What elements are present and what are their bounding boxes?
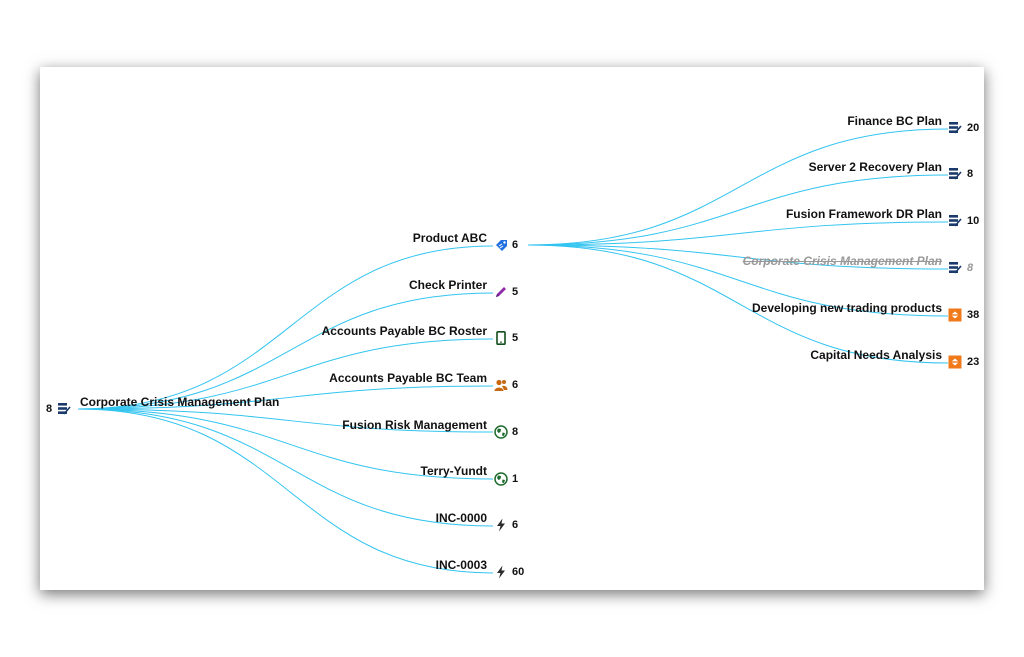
link-product-server2 xyxy=(527,174,949,246)
node-label-ap-team[interactable]: Accounts Payable BC Team xyxy=(329,371,487,385)
plan-icon[interactable] xyxy=(948,121,962,135)
node-count-fusion-risk: 8 xyxy=(512,426,519,438)
link-root-terry xyxy=(77,408,494,480)
root-count: 8 xyxy=(46,403,53,415)
diagram-canvas xyxy=(40,67,984,590)
link-root-product-abc xyxy=(77,245,494,410)
node-count-finance-bc-plan: 20 xyxy=(967,122,980,134)
plan-icon[interactable] xyxy=(57,402,71,416)
globe-icon[interactable] xyxy=(494,425,508,439)
mobile-device-icon[interactable] xyxy=(494,331,508,345)
node-count-check-printer: 5 xyxy=(512,286,519,298)
product-tag-icon[interactable] xyxy=(494,238,508,252)
link-root-ap-team xyxy=(77,385,494,410)
process-icon[interactable] xyxy=(948,355,962,369)
lightning-icon[interactable] xyxy=(494,518,508,532)
node-count-fusion-framework-dr: 10 xyxy=(967,215,980,227)
link-product-trading xyxy=(527,244,949,317)
link-root-inc-0000 xyxy=(77,408,494,527)
node-count-inc-0000: 6 xyxy=(512,519,519,531)
link-root-fusion-risk xyxy=(77,408,494,433)
node-label-check-printer[interactable]: Check Printer xyxy=(408,278,487,292)
link-product-corporate-crisis xyxy=(527,244,949,270)
link-product-capital xyxy=(527,244,949,364)
node-label-fusion-framework-dr[interactable]: Fusion Framework DR Plan xyxy=(785,207,942,221)
globe-icon[interactable] xyxy=(494,472,508,486)
process-icon[interactable] xyxy=(948,308,962,322)
node-count-product-abc: 6 xyxy=(512,239,519,251)
link-root-check-printer xyxy=(77,292,494,410)
node-label-inc-0003[interactable]: INC-0003 xyxy=(435,558,487,572)
node-label-server-2-recovery[interactable]: Server 2 Recovery Plan xyxy=(808,160,942,174)
node-count-ap-team: 6 xyxy=(512,379,519,391)
plan-icon[interactable] xyxy=(948,214,962,228)
pencil-icon[interactable] xyxy=(494,285,508,299)
link-product-fusion-framework xyxy=(527,221,949,246)
link-root-ap-roster xyxy=(77,338,494,410)
node-label-ap-roster[interactable]: Accounts Payable BC Roster xyxy=(321,324,487,338)
plan-icon[interactable] xyxy=(948,167,962,181)
node-label-product-abc[interactable]: Product ABC xyxy=(412,231,487,245)
node-count-server-2-recovery: 8 xyxy=(967,168,974,180)
node-label-fusion-risk[interactable]: Fusion Risk Management xyxy=(342,418,487,432)
node-count-trading-products: 38 xyxy=(967,309,980,321)
root-label[interactable]: Corporate Crisis Management Plan xyxy=(80,395,280,409)
node-count-terry-yundt: 1 xyxy=(512,473,519,485)
plan-icon[interactable] xyxy=(948,261,962,275)
link-product-finance-bc xyxy=(527,128,949,246)
node-label-finance-bc-plan[interactable]: Finance BC Plan xyxy=(847,114,942,128)
node-label-trading-products[interactable]: Developing new trading products xyxy=(751,301,942,315)
node-label-inc-0000[interactable]: INC-0000 xyxy=(435,511,487,525)
node-count-ap-roster: 5 xyxy=(512,332,519,344)
team-icon[interactable] xyxy=(494,378,508,392)
node-count-capital-needs: 23 xyxy=(967,356,980,368)
node-count-inc-0003: 60 xyxy=(512,566,525,578)
node-count-corporate-crisis-duplicate: 8 xyxy=(967,262,974,274)
link-root-inc-0003 xyxy=(77,408,494,574)
node-label-capital-needs[interactable]: Capital Needs Analysis xyxy=(810,348,942,362)
lightning-icon[interactable] xyxy=(494,565,508,579)
node-label-terry-yundt[interactable]: Terry-Yundt xyxy=(420,464,487,478)
node-label-corporate-crisis-duplicate[interactable]: Corporate Crisis Management Plan xyxy=(742,254,942,268)
